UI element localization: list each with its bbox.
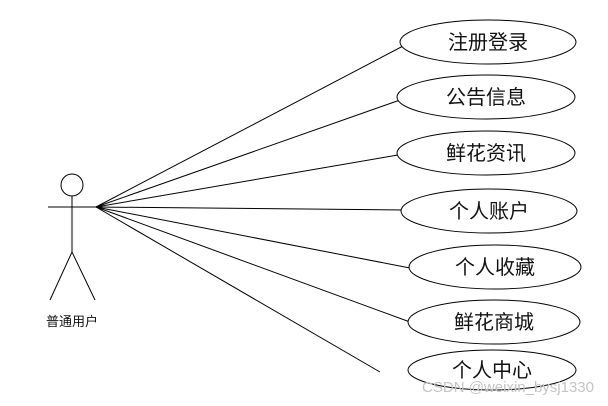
use-case-label: 个人中心 <box>452 358 532 382</box>
actor-left-leg <box>49 251 73 301</box>
use-case-label: 个人收藏 <box>455 255 535 279</box>
use-cases <box>396 19 582 391</box>
association-line <box>95 99 401 208</box>
actor <box>48 173 96 301</box>
association-line <box>95 206 411 323</box>
actor-head <box>60 173 84 197</box>
use-case-label: 公告信息 <box>446 85 526 109</box>
association-line <box>95 154 399 208</box>
use-case-personal-center <box>407 349 577 391</box>
use-case-label: 个人账户 <box>449 199 529 223</box>
watermark: CSDN @weixin_bysj1330 <box>422 379 594 396</box>
associations <box>95 44 411 373</box>
use-case-personal-account <box>400 188 578 234</box>
association-line <box>95 206 404 211</box>
use-case-flower-mall <box>407 299 581 345</box>
association-line <box>95 206 381 373</box>
actor-right-leg <box>71 251 96 301</box>
association-line <box>95 206 411 269</box>
use-case-register-login <box>399 19 577 65</box>
association-line <box>95 44 406 208</box>
actor-label: 普通用户 <box>46 314 98 330</box>
use-case-favorites <box>408 244 582 290</box>
use-case-label: 注册登录 <box>448 30 528 54</box>
use-case-announcement <box>396 74 576 120</box>
use-case-label: 鲜花商城 <box>454 310 534 334</box>
use-case-flower-news <box>396 130 576 176</box>
use-case-labels: 注册登录 公告信息 鲜花资讯 个人账户 个人收藏 鲜花商城 个人中心 <box>446 30 535 382</box>
use-case-label: 鲜花资讯 <box>446 141 526 165</box>
